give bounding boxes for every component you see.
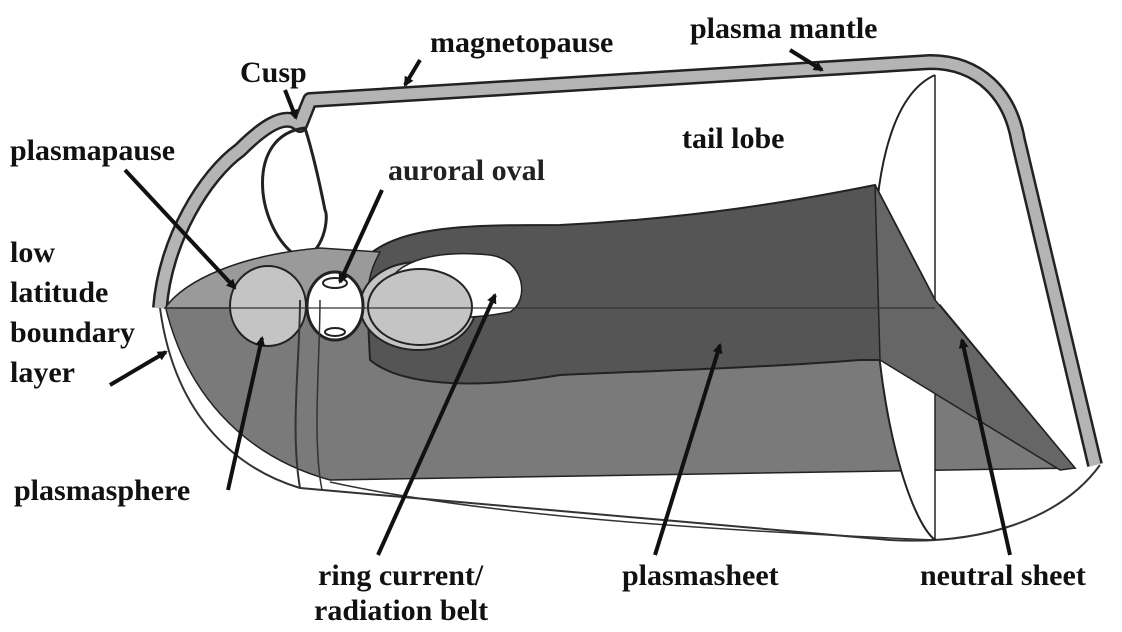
plasmasphere-left xyxy=(230,266,306,346)
cusp-field-loop xyxy=(263,128,327,256)
arrow-magnetopause xyxy=(405,60,420,85)
label-auroral-oval: auroral oval xyxy=(388,154,545,187)
label-llbl-2: latitude xyxy=(10,276,108,309)
label-plasmapause: plasmapause xyxy=(10,134,175,167)
arrow-plasmapause xyxy=(125,170,235,288)
auroral-oval-top xyxy=(323,278,347,288)
label-ring-current-2: radiation belt xyxy=(314,594,488,627)
ring-current-inner xyxy=(368,269,472,345)
label-cusp: Cusp xyxy=(240,56,307,89)
label-llbl-3: boundary xyxy=(10,316,135,349)
label-plasmasphere: plasmasphere xyxy=(14,474,190,507)
label-ring-current-1: ring current/ xyxy=(318,559,484,592)
label-llbl-1: low xyxy=(10,236,55,269)
arrow-llbl xyxy=(110,352,166,385)
lower-outline-inner xyxy=(330,482,935,540)
label-neutral-sheet: neutral sheet xyxy=(920,559,1086,592)
label-magnetopause: magnetopause xyxy=(430,26,613,59)
label-tail-lobe: tail lobe xyxy=(682,122,785,155)
label-llbl-4: layer xyxy=(10,356,75,389)
label-plasma-mantle: plasma mantle xyxy=(690,12,878,45)
label-plasmasheet: plasmasheet xyxy=(622,559,779,592)
auroral-oval-bottom xyxy=(325,328,345,336)
